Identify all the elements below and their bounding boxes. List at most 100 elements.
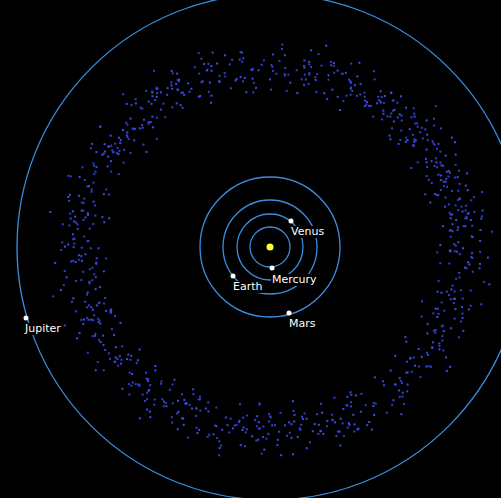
asteroid xyxy=(448,170,450,172)
asteroid xyxy=(100,341,102,343)
asteroid xyxy=(95,151,97,153)
asteroid xyxy=(122,129,124,131)
asteroid xyxy=(244,445,246,447)
asteroid xyxy=(342,422,344,424)
asteroid xyxy=(136,362,138,364)
asteroid xyxy=(117,147,119,149)
asteroid xyxy=(255,440,257,442)
asteroid xyxy=(291,423,293,425)
asteroid xyxy=(318,424,320,426)
asteroid xyxy=(431,346,433,348)
asteroid xyxy=(219,81,221,83)
asteroid xyxy=(120,139,122,141)
asteroid xyxy=(126,131,128,133)
asteroid xyxy=(82,210,84,212)
asteroid xyxy=(198,398,200,400)
asteroid xyxy=(152,95,154,97)
asteroid xyxy=(346,404,348,406)
asteroid xyxy=(176,413,178,415)
asteroid xyxy=(149,416,151,418)
asteroid xyxy=(88,304,90,306)
asteroid xyxy=(382,110,384,112)
asteroid xyxy=(135,102,137,104)
asteroid xyxy=(229,63,231,65)
asteroid xyxy=(87,292,89,294)
asteroid xyxy=(456,251,458,253)
asteroid xyxy=(348,424,350,426)
asteroid-belt xyxy=(49,44,493,457)
asteroid xyxy=(384,95,386,97)
asteroid xyxy=(471,235,473,237)
asteroid xyxy=(118,153,120,155)
planet-label: Earth xyxy=(232,281,264,293)
asteroid xyxy=(103,344,105,346)
asteroid xyxy=(451,190,453,192)
asteroid xyxy=(453,302,455,304)
asteroid xyxy=(409,128,411,130)
asteroid xyxy=(96,257,98,259)
asteroid xyxy=(103,153,105,155)
asteroid xyxy=(293,421,295,423)
asteroid xyxy=(96,304,98,306)
asteroid xyxy=(422,137,424,139)
asteroid xyxy=(110,145,112,147)
asteroid xyxy=(225,417,227,419)
asteroid xyxy=(457,229,459,231)
asteroid xyxy=(457,226,459,228)
asteroid xyxy=(186,403,188,405)
asteroid xyxy=(244,77,246,79)
asteroid xyxy=(321,412,323,414)
asteroid xyxy=(85,217,87,219)
asteroid xyxy=(482,210,484,212)
asteroid xyxy=(235,79,237,81)
asteroid xyxy=(309,441,311,443)
asteroid xyxy=(212,52,214,54)
asteroid xyxy=(427,354,429,356)
asteroid xyxy=(440,179,442,181)
asteroid xyxy=(92,319,94,321)
asteroid xyxy=(417,161,419,163)
asteroid xyxy=(415,139,417,141)
asteroid xyxy=(421,316,423,318)
asteroid xyxy=(175,83,177,85)
asteroid xyxy=(154,369,156,371)
asteroid xyxy=(376,102,378,104)
asteroid xyxy=(240,444,242,446)
asteroid xyxy=(114,315,116,317)
asteroid xyxy=(92,223,94,225)
planet-label: Mercury xyxy=(271,274,318,286)
asteroid xyxy=(462,317,464,319)
asteroid xyxy=(303,84,305,86)
asteroid xyxy=(148,123,150,125)
asteroid xyxy=(281,48,283,50)
asteroid xyxy=(126,136,128,138)
asteroid xyxy=(87,212,89,214)
asteroid xyxy=(355,394,357,396)
asteroid xyxy=(149,411,151,413)
asteroid xyxy=(401,120,403,122)
asteroid xyxy=(198,429,200,431)
asteroid xyxy=(132,381,134,383)
asteroid xyxy=(449,366,451,368)
asteroid xyxy=(383,384,385,386)
asteroid xyxy=(182,107,184,109)
asteroid xyxy=(148,390,150,392)
asteroid xyxy=(444,206,446,208)
asteroid xyxy=(262,426,264,428)
asteroid xyxy=(465,205,467,207)
asteroid xyxy=(425,158,427,160)
asteroid xyxy=(450,217,452,219)
asteroid xyxy=(154,99,156,101)
asteroid xyxy=(246,415,248,417)
asteroid xyxy=(436,148,438,150)
asteroid xyxy=(347,427,349,429)
asteroid xyxy=(453,298,455,300)
asteroid xyxy=(337,96,339,98)
asteroid xyxy=(72,260,74,262)
asteroid xyxy=(123,149,125,151)
asteroid xyxy=(315,91,317,93)
asteroid xyxy=(346,95,348,97)
asteroid xyxy=(426,161,428,163)
asteroid xyxy=(287,74,289,76)
asteroid xyxy=(451,137,453,139)
